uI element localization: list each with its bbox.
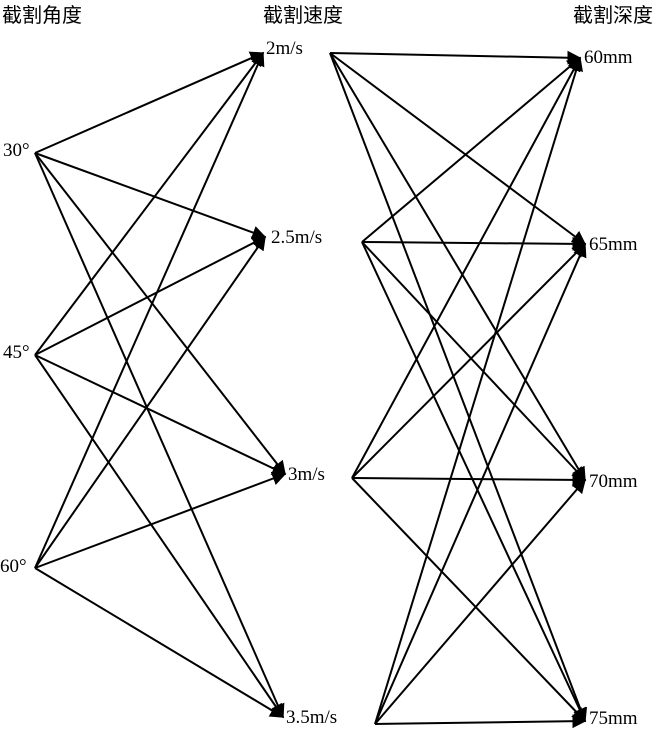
edge-speed-0-to-depth-3: [329, 52, 588, 723]
depth-node-75: 75mm: [589, 708, 638, 729]
edge-speed-1-to-depth-0: [361, 57, 582, 243]
angle-node-60: 60°: [0, 556, 27, 577]
edge-angle-1-to-speed-1: [34, 236, 267, 356]
edge-angle-0-to-speed-0: [34, 51, 265, 154]
edge-speed-2-to-depth-2: [351, 472, 587, 487]
edge-angle-1-to-speed-0: [34, 51, 264, 356]
depth-node-60: 60mm: [584, 47, 633, 68]
edge-speed-1-to-depth-2: [361, 241, 586, 482]
speed-node-3: 3m/s: [288, 464, 325, 485]
edge-speed-2-to-depth-3: [351, 477, 586, 723]
edge-angle-2-to-speed-0: [34, 51, 265, 569]
angle-node-45: 45°: [3, 342, 30, 363]
edge-speed-3-to-depth-3: [374, 714, 587, 729]
speed-column-header: 截割速度: [263, 3, 343, 27]
edge-angle-2-to-speed-1: [34, 235, 266, 569]
speed-node-2: 2m/s: [266, 38, 303, 59]
angle-node-30: 30°: [3, 140, 30, 161]
angle-column-header: 截割角度: [2, 3, 82, 27]
edge-speed-2-to-depth-1: [351, 243, 586, 479]
edge-angle-0-to-speed-2: [34, 152, 286, 476]
edge-speed-0-to-depth-2: [329, 52, 586, 482]
speed-node-3-5: 3.5m/s: [286, 707, 337, 728]
edge-angle-1-to-speed-2: [34, 354, 287, 475]
speed-node-2-5: 2.5m/s: [271, 227, 322, 248]
depth-column-header: 截割深度: [573, 3, 653, 27]
edge-group: [34, 50, 588, 729]
edge-speed-3-to-depth-2: [374, 478, 586, 725]
edge-angle-1-to-speed-3: [34, 354, 284, 719]
edge-speed-1-to-depth-1: [361, 236, 587, 251]
edge-speed-1-to-depth-3: [361, 241, 587, 723]
depth-node-65: 65mm: [589, 234, 638, 255]
edge-angle-2-to-speed-2: [34, 471, 287, 569]
edge-angle-0-to-speed-1: [34, 152, 267, 240]
edge-speed-2-to-depth-0: [351, 56, 581, 479]
edge-angle-2-to-speed-3: [34, 567, 285, 718]
edge-speed-3-to-depth-0: [374, 56, 583, 725]
edge-speed-3-to-depth-1: [374, 242, 587, 725]
edge-speed-0-to-depth-1: [329, 52, 587, 245]
edge-angle-0-to-speed-3: [34, 152, 285, 719]
edge-speed-0-to-depth-0: [329, 50, 582, 65]
depth-node-70: 70mm: [589, 471, 638, 492]
